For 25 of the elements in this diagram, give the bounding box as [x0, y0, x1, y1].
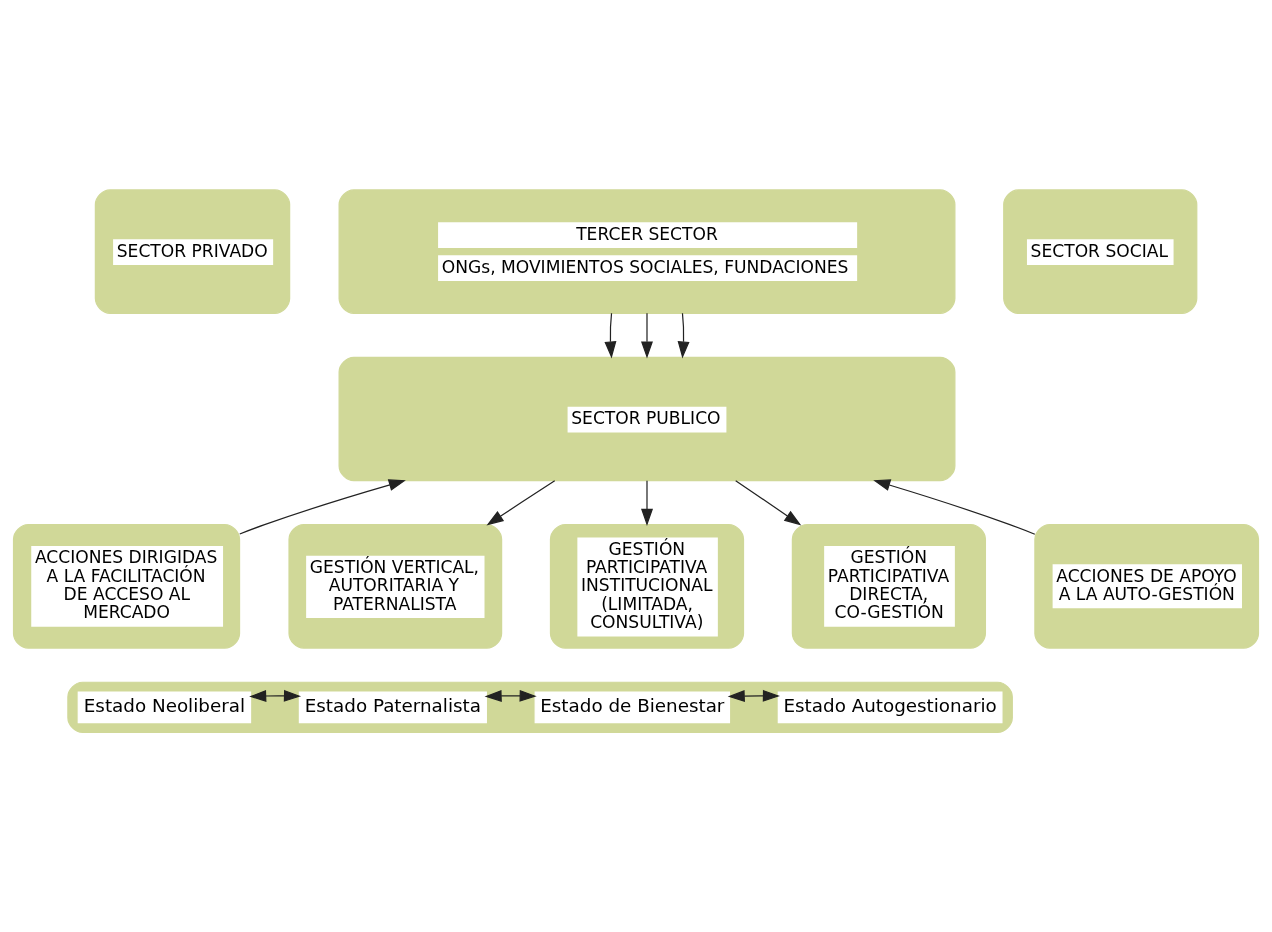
- node-box: Estado Paternalista: [298, 691, 487, 724]
- arrow: [641, 480, 653, 526]
- arrow: [484, 689, 537, 702]
- node-box: Estado Autogestionario: [777, 691, 1003, 724]
- arrow: [249, 689, 302, 702]
- node-box: ACCIONES DE APOYO A LA AUTO-GESTIÓN: [1034, 524, 1260, 649]
- node-box: Estado Neoliberal: [77, 691, 252, 724]
- node-box: ACCIONES DIRIGIDAS A LA FACILITACIÓN DE ACCESO AL MERCADO: [12, 524, 241, 649]
- arrow: [727, 689, 780, 702]
- arrow: [239, 479, 406, 535]
- arrow: [677, 312, 690, 359]
- node-box: SECTOR PRIVADO: [94, 189, 291, 314]
- node-box: SECTOR SOCIAL: [1003, 189, 1198, 314]
- node-box: Estado de Bienestar: [534, 691, 731, 724]
- node-box: GESTIÓN PARTICIPATIVA INSTITUCIONAL (LIMITADA, CONSULTIVA): [549, 524, 745, 649]
- node-box: GESTIÓN PARTICIPATIVA DIRECTA, CO-GESTIÓN: [791, 524, 987, 649]
- arrow: [641, 312, 653, 359]
- node-box: SECTOR PUBLICO: [338, 356, 956, 482]
- node-box: GESTIÓN VERTICAL, AUTORITARIA Y PATERNALISTA: [288, 524, 503, 649]
- arrow: [873, 479, 1036, 535]
- arrow: [735, 480, 802, 526]
- cluster: [67, 681, 1013, 733]
- arrow: [486, 480, 556, 526]
- arrow: [604, 312, 617, 359]
- node-box: TERCER SECTOR ONGs, MOVIMIENTOS SOCIALES, FUNDACIONES: [338, 189, 956, 314]
